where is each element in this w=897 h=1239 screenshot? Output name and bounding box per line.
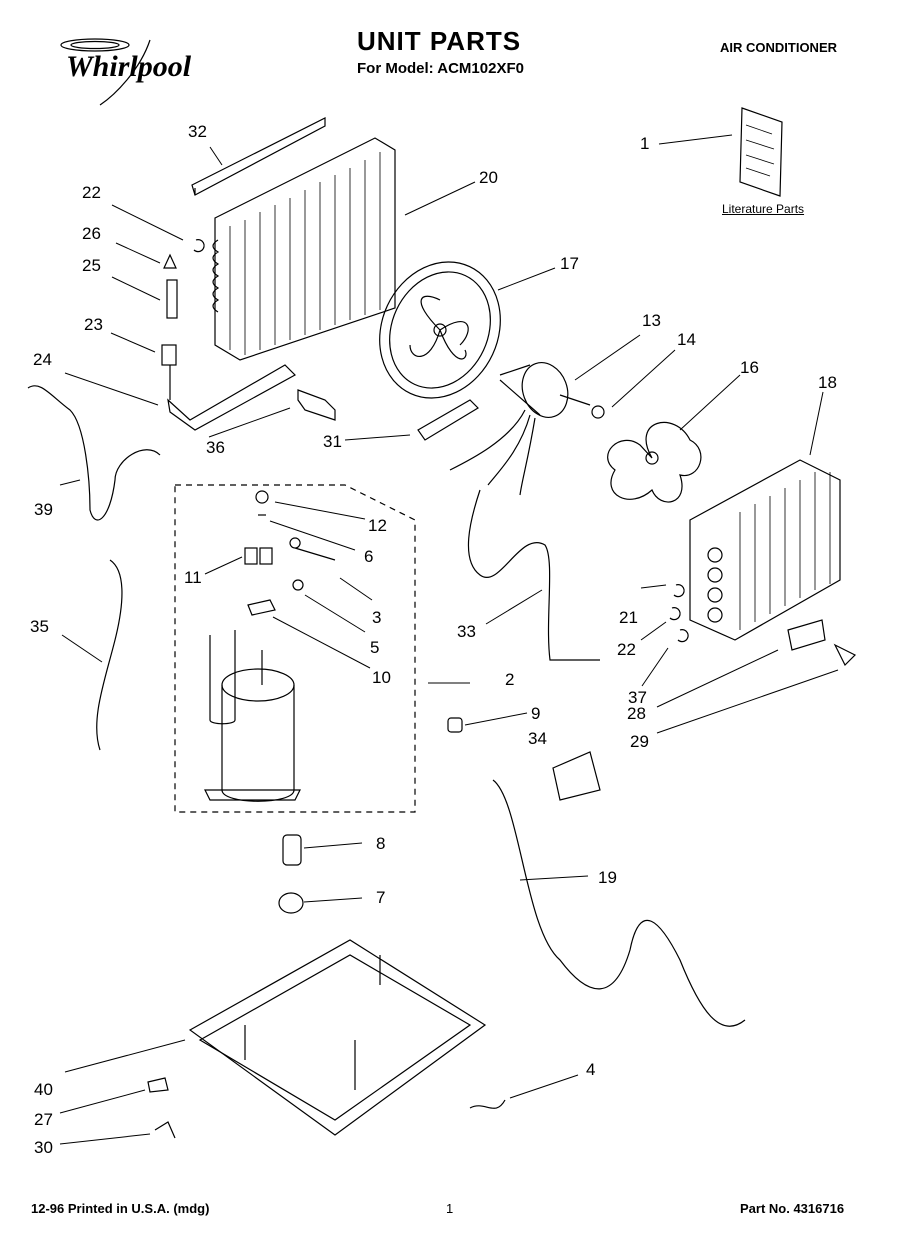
clip <box>469 1099 506 1109</box>
page-title: UNIT PARTS <box>357 26 522 56</box>
suction-line <box>467 489 600 661</box>
blower-wheel <box>607 421 702 503</box>
nut <box>591 405 605 419</box>
callout-label: 17 <box>560 254 579 273</box>
footer-print-info: 12-96 Printed in U.S.A. (mdg) <box>31 1201 210 1216</box>
callout-label: 31 <box>323 432 342 451</box>
screw <box>147 1077 169 1093</box>
filter-bracket <box>787 619 857 667</box>
page-subtitle: For Model: ACM102XF0 <box>357 60 524 77</box>
wire-clamp <box>417 399 479 441</box>
clips <box>193 239 689 643</box>
page-number: 1 <box>446 1201 454 1216</box>
callout-label: 29 <box>630 732 649 751</box>
callout-label: 28 <box>627 704 646 723</box>
fan-shroud <box>379 261 501 399</box>
callout-label: 23 <box>84 315 103 334</box>
callout-label: 25 <box>82 256 101 275</box>
compressor <box>204 630 301 802</box>
capillary-tube <box>492 779 746 1027</box>
callout-label: 9 <box>531 704 541 723</box>
callout-label: 19 <box>598 868 617 887</box>
callout-label: 10 <box>372 668 391 687</box>
callout-label: 6 <box>364 547 374 566</box>
brand-logo-text: Whirlpool <box>66 50 192 83</box>
callout-label: 35 <box>30 617 49 636</box>
literature-booklet <box>739 107 783 197</box>
document-type: AIR CONDITIONER <box>720 40 837 55</box>
callout-label: 30 <box>34 1138 53 1157</box>
callout-label: 16 <box>740 358 759 377</box>
callout-label: 14 <box>677 330 696 349</box>
fan-motor <box>449 362 591 496</box>
callout-label: 40 <box>34 1080 53 1099</box>
callout-label: 39 <box>34 500 53 519</box>
callout-label: 33 <box>457 622 476 641</box>
part-number: Part No. 4316716 <box>740 1201 845 1216</box>
callout-label: 24 <box>33 350 52 369</box>
filter-pad <box>552 751 601 801</box>
callout-label: 26 <box>82 224 101 243</box>
callout-label: 7 <box>376 888 386 907</box>
capillary-assembly <box>161 253 296 431</box>
whirlpool-logo-swoosh <box>60 38 151 106</box>
discharge-tube <box>27 385 161 521</box>
callout-label: 34 <box>528 729 547 748</box>
callout-label: 2 <box>505 670 515 689</box>
overload-parts <box>244 490 336 616</box>
callout-label: 32 <box>188 122 207 141</box>
callout-label: 22 <box>82 183 101 202</box>
callout-label: 18 <box>818 373 837 392</box>
thermistor-block <box>297 389 336 421</box>
leader-lines <box>59 134 839 1145</box>
callout-label: 20 <box>479 168 498 187</box>
callout-label: 3 <box>372 608 382 627</box>
callout-label: 36 <box>206 438 225 457</box>
evaporator-coil <box>689 459 841 641</box>
wiring-harness <box>96 559 123 751</box>
condenser-coil <box>212 137 396 361</box>
callout-label: 8 <box>376 834 386 853</box>
callout-label: 4 <box>586 1060 596 1079</box>
callout-label: 37 <box>628 688 647 707</box>
callout-label: 21 <box>619 608 638 627</box>
callout-label: 11 <box>184 568 202 587</box>
callout-label: 12 <box>368 516 387 535</box>
callout-label: 13 <box>642 311 661 330</box>
callout-label: 1 <box>640 134 650 153</box>
callout-label: 5 <box>370 638 380 657</box>
gasket-strip <box>191 117 326 196</box>
base-pan <box>188 939 487 1136</box>
callout-label: 22 <box>617 640 636 659</box>
callout-label: 27 <box>34 1110 53 1129</box>
bracket <box>154 1121 176 1139</box>
grommets <box>278 717 463 914</box>
literature-parts-label: Literature Parts <box>722 202 805 216</box>
